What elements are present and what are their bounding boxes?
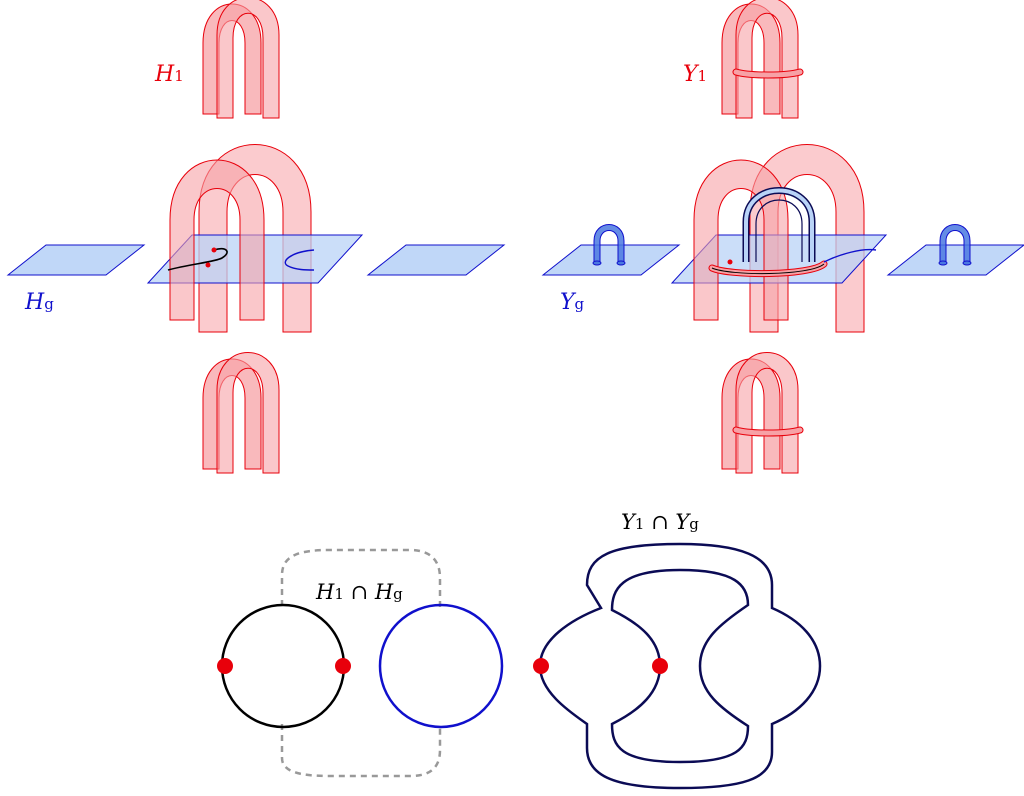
h-bottom-handle bbox=[202, 352, 280, 474]
h-dashed-bottom bbox=[280, 724, 442, 778]
h-intersection-curves bbox=[167, 247, 315, 271]
y-point-right bbox=[652, 658, 668, 674]
label-yg: Yg bbox=[560, 290, 585, 315]
label-y1: Y1 bbox=[683, 62, 708, 87]
y1-top-handle bbox=[721, 0, 804, 119]
h-large-handle-front bbox=[169, 159, 265, 321]
h1-top-handle bbox=[202, 0, 280, 119]
h-intersection-diagram bbox=[217, 548, 504, 778]
y-inner-loop bbox=[610, 568, 750, 764]
label-hg: Hg bbox=[25, 290, 54, 315]
h-point-left bbox=[217, 658, 233, 674]
y-bottom-handle bbox=[721, 352, 804, 474]
hg-right-plane bbox=[367, 244, 505, 276]
yg-right-plane bbox=[887, 224, 1024, 276]
y-ring-tube bbox=[708, 248, 877, 278]
y-central-tube bbox=[742, 187, 816, 262]
y-point-left bbox=[533, 658, 549, 674]
yg-left-plane bbox=[542, 224, 680, 276]
hg-circle bbox=[378, 603, 504, 729]
y-outer-loop bbox=[538, 542, 822, 790]
label-h-intersection: H1 ∩ Hg bbox=[316, 580, 403, 604]
h-dashed-top bbox=[280, 548, 442, 608]
label-y-intersection: Y1 ∩ Yg bbox=[621, 510, 699, 534]
hg-left-plane bbox=[7, 244, 145, 276]
y-large-handle-front bbox=[693, 159, 789, 321]
h-point-right bbox=[335, 658, 351, 674]
h1-circle bbox=[220, 603, 346, 729]
y-intersection-diagram bbox=[533, 542, 822, 790]
label-h1: H1 bbox=[155, 62, 184, 87]
